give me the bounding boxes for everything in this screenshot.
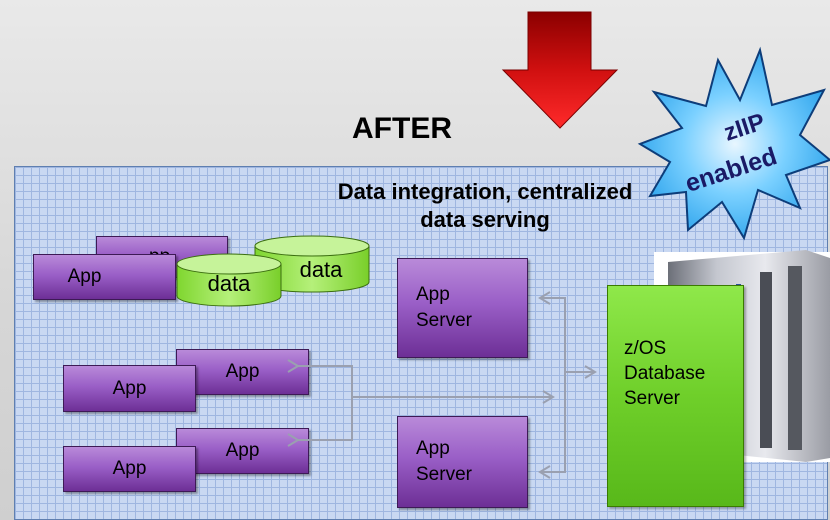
- app-box: App: [33, 254, 176, 300]
- app-box-label: App: [112, 377, 147, 399]
- connector-line: [538, 291, 551, 305]
- database-server-box: z/OS Database Server: [607, 285, 744, 507]
- data-cylinder-label: data: [299, 257, 343, 282]
- data-cylinder-label: data: [207, 271, 251, 296]
- app-server-box: App Server: [397, 416, 528, 508]
- app-box: App: [63, 365, 196, 412]
- connector-line: [287, 433, 300, 447]
- data-cylinder-front: [176, 253, 282, 307]
- app-server-box: App Server: [397, 258, 528, 358]
- app-server-label-line2: Server: [416, 310, 472, 331]
- connector-line: [542, 390, 555, 404]
- app-box: App: [63, 446, 196, 492]
- connector-line: [538, 465, 551, 479]
- connector-line: [298, 365, 353, 441]
- app-server-label-line1: App: [416, 438, 450, 459]
- database-server-line1: z/OS: [624, 338, 667, 359]
- database-server-line3: Server: [624, 388, 680, 409]
- app-box: App: [176, 428, 309, 474]
- app-box-label: App: [112, 458, 147, 479]
- app-server-label-line1: App: [416, 284, 450, 305]
- app-box: App: [176, 349, 309, 395]
- data-cylinder-back: [254, 235, 370, 293]
- page-title: AFTER: [352, 112, 452, 145]
- panel-subtitle-line1: Data integration, centralized: [337, 179, 633, 204]
- connector-line: [540, 297, 566, 473]
- connector-line: [584, 365, 597, 379]
- database-server-line2: Database: [624, 363, 706, 384]
- app-server-label-line2: Server: [416, 464, 472, 485]
- connector-line: [287, 359, 300, 373]
- panel-subtitle-line2: data serving: [420, 207, 550, 232]
- app-box-label: App: [225, 361, 260, 382]
- panel-subtitle: Data integration, centralized data servi…: [240, 178, 730, 234]
- app-box-label: App: [225, 440, 260, 461]
- app-box-label: App: [67, 266, 102, 287]
